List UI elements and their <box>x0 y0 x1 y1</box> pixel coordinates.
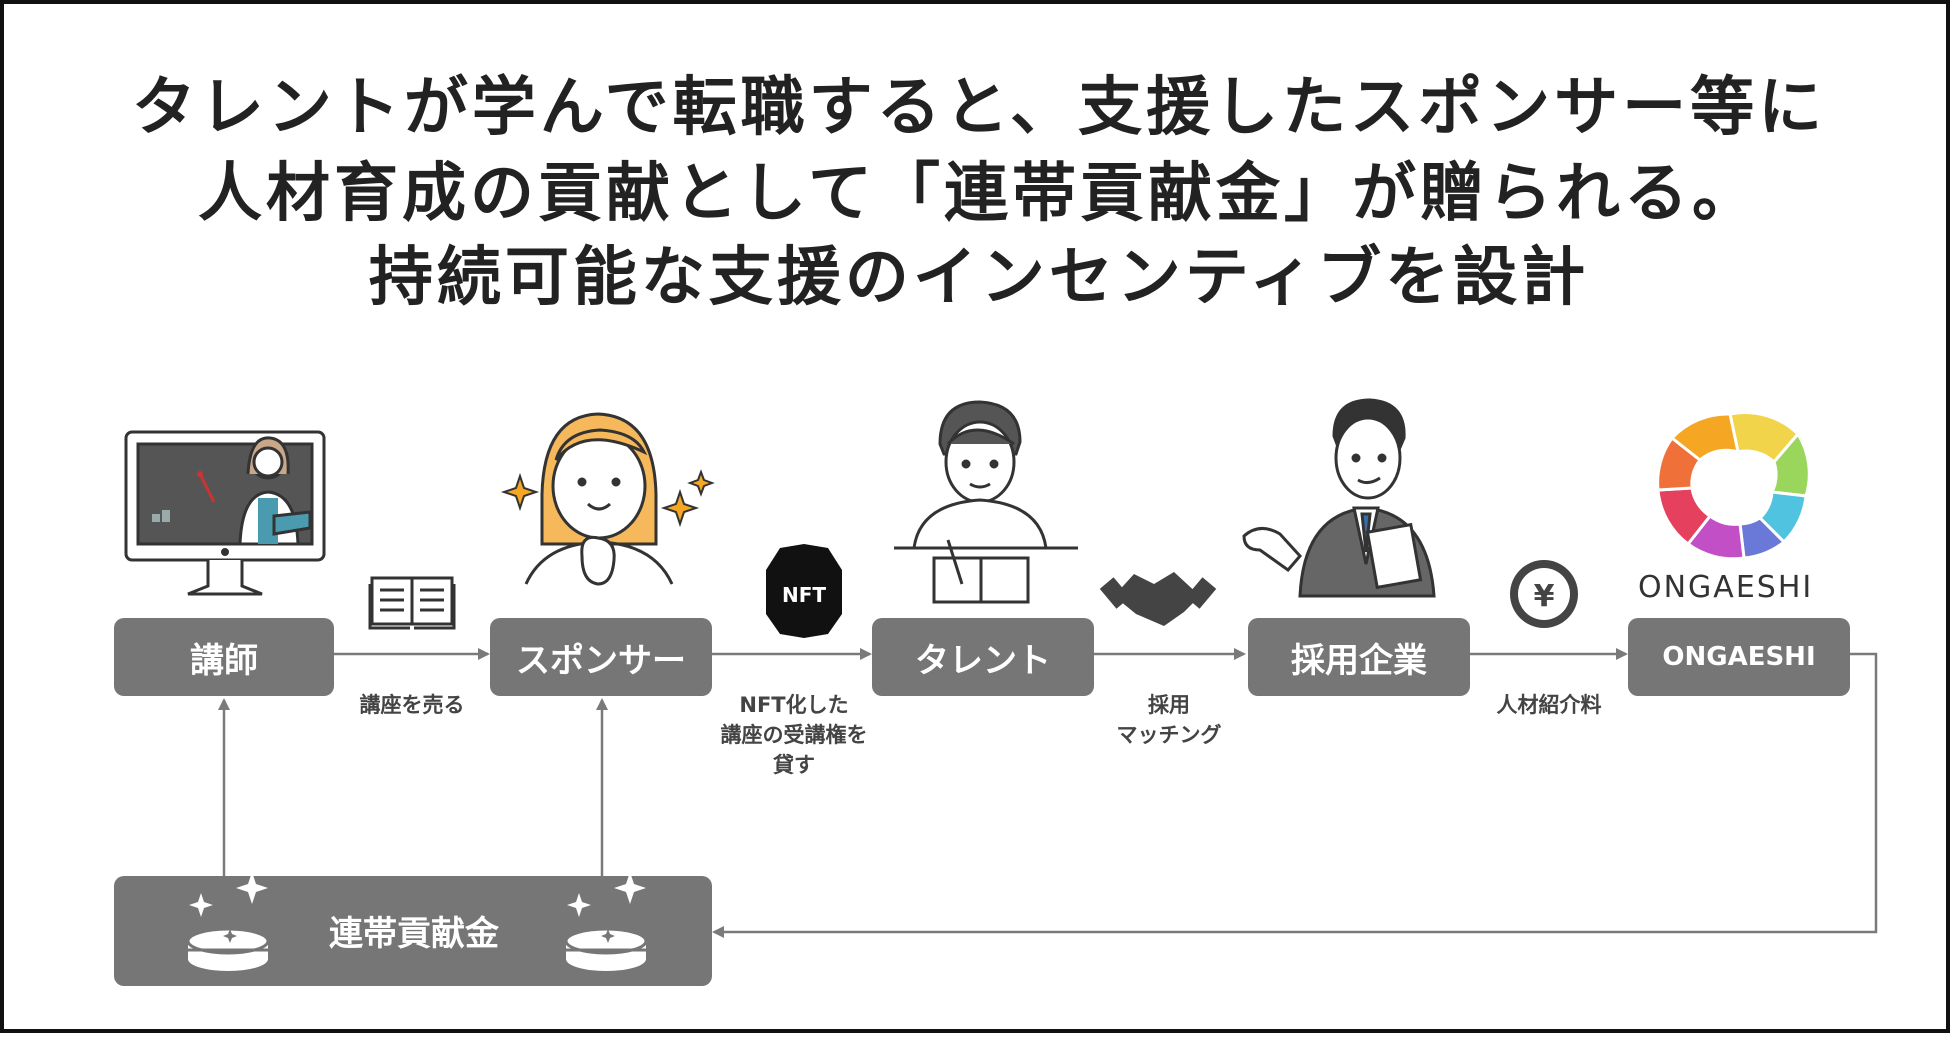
ongaeshi-logo-icon <box>1656 411 1811 561</box>
nft-badge-icon <box>766 544 842 638</box>
sponsor-illustration <box>524 412 674 586</box>
node-ongaeshi: ONGAESHI <box>1628 618 1850 696</box>
headline-line-2: 人材育成の貢献として「連帯貢献金」が贈られる。 <box>197 157 1761 231</box>
node-instructor: 講師 <box>114 618 334 696</box>
instructor-monitor-illustration <box>124 430 326 596</box>
node-solidarity-label: 連帯貢献金 <box>329 913 499 954</box>
illustration-layer: NFT <box>124 398 1811 638</box>
connector-layer <box>218 648 1878 938</box>
arrow-ongaeshi-to-solidarity <box>712 652 1878 938</box>
employer-illustration <box>1242 398 1436 598</box>
node-sponsor: スポンサー <box>490 618 712 696</box>
talent-illustration <box>894 400 1078 604</box>
ongaeshi-logo-text: ONGAESHI <box>1638 570 1814 605</box>
nft-badge-text: NFT <box>782 583 826 607</box>
open-book-icon <box>368 576 456 630</box>
sparkle-icon <box>500 469 715 528</box>
edge-label-matching: 採用 マッチング <box>1116 693 1222 747</box>
node-talent: タレント <box>872 618 1094 696</box>
node-employer: 採用企業 <box>1248 618 1470 696</box>
coin-stack-icon-left <box>186 872 270 971</box>
headline-line-1: タレントが学んで転職すると、支援したスポンサー等に <box>131 71 1827 145</box>
coin-stack-icon-right <box>564 872 648 971</box>
edge-label-lend-rights: NFT化した 講座の受講権を 貸す <box>720 693 868 777</box>
edge-label-sell-course: 講座を売る <box>359 693 465 717</box>
edge-label-referral-fee: 人材紹介料 <box>1496 693 1602 717</box>
coins-layer <box>186 872 648 971</box>
yen-coin-icon <box>1510 560 1578 628</box>
handshake-icon <box>1099 572 1217 626</box>
headline-line-3: 持続可能な支援のインセンティブを設計 <box>368 241 1590 315</box>
yen-symbol: ¥ <box>1534 579 1555 614</box>
